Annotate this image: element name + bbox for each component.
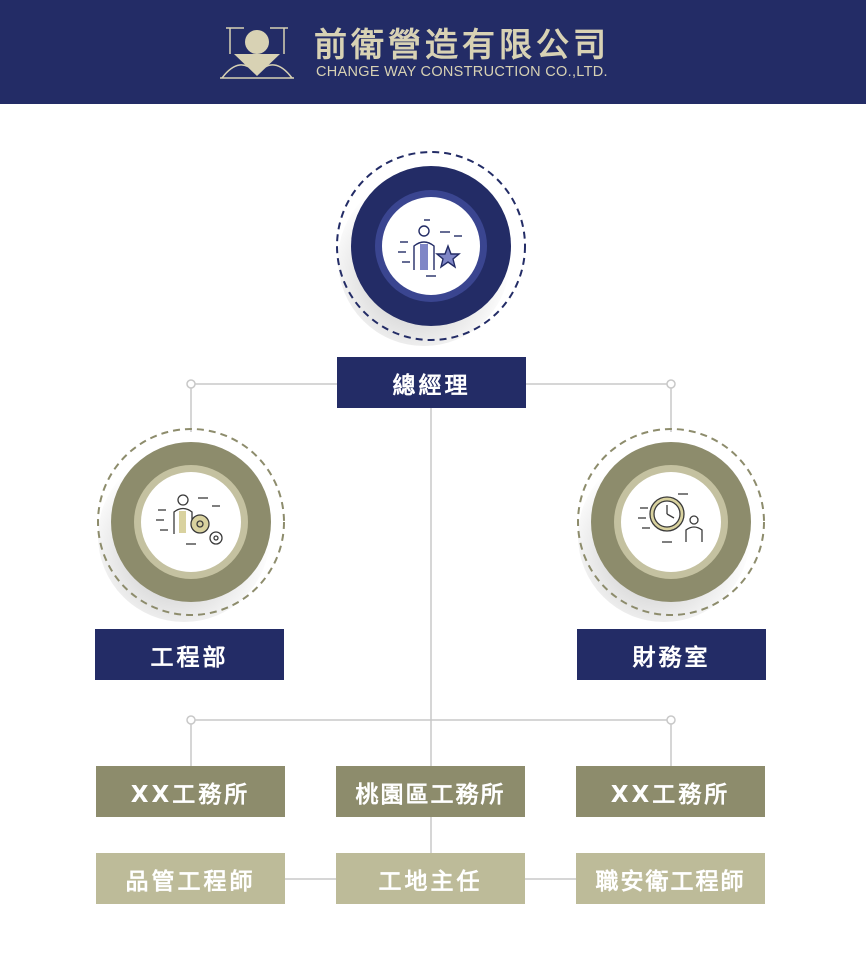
finance-badge: [577, 428, 765, 622]
staff-box-qc-engineer: 品管工程師: [96, 853, 285, 904]
engineering-box: 工程部: [95, 629, 284, 680]
office-box-right: XX工務所: [576, 766, 765, 817]
company-name-english: CHANGE WAY CONSTRUCTION CO.,LTD.: [316, 64, 608, 80]
office-box-taoyuan: 桃園區工務所: [336, 766, 525, 817]
clock-person-icon: [638, 493, 703, 543]
staff-label: 職安衛工程師: [595, 868, 746, 895]
company-logo-icon: [220, 27, 294, 79]
office-label: XX工務所: [130, 781, 251, 808]
header-banner: 前衛營造有限公司 CHANGE WAY CONSTRUCTION CO.,LTD…: [0, 0, 866, 104]
staff-label: 品管工程師: [125, 868, 256, 895]
finance-label: 財務室: [632, 644, 711, 671]
office-box-left: XX工務所: [96, 766, 285, 817]
company-name-chinese: 前衛營造有限公司: [314, 25, 610, 64]
ceo-label: 總經理: [392, 372, 471, 399]
finance-box: 財務室: [577, 629, 766, 680]
manager-star-icon: [398, 219, 462, 277]
engineer-gears-icon: [156, 494, 223, 545]
office-label: 桃園區工務所: [355, 781, 506, 808]
staff-box-safety-engineer: 職安衛工程師: [576, 853, 765, 904]
ceo-badge: [336, 151, 526, 346]
engineering-label: 工程部: [150, 644, 229, 671]
staff-label: 工地主任: [378, 868, 483, 895]
ceo-box: 總經理: [337, 357, 526, 408]
office-label: XX工務所: [610, 781, 731, 808]
staff-box-site-director: 工地主任: [336, 853, 525, 904]
engineering-badge: [97, 428, 285, 622]
